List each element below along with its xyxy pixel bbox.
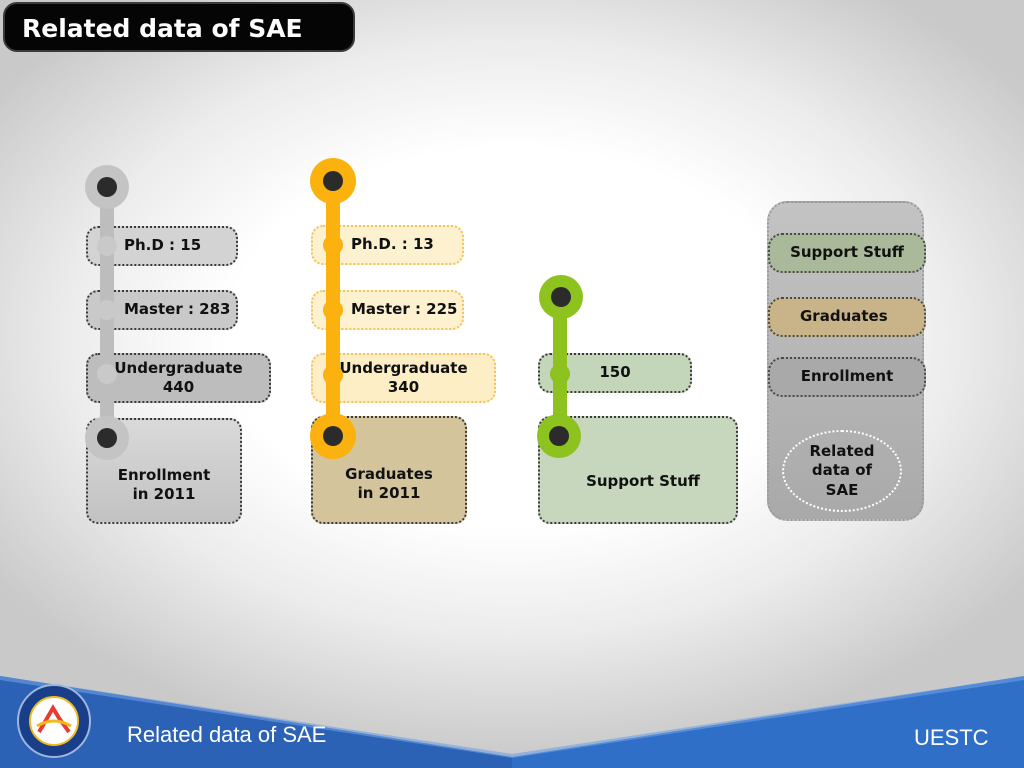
school-emblem-icon [17,684,91,758]
slide-title-text: Related data of SAE [22,14,303,43]
graduates-base-label: Graduates in 2011 [345,464,433,503]
support-base-label: Support Stuff [586,472,700,491]
footer-left-text: Related data of SAE [127,722,327,747]
enrollment-base-dot-center [97,428,117,448]
graduates-master-label: Master : 225 [351,300,458,319]
graduates-top-dot-center [323,171,343,191]
support-count-dot [550,364,570,384]
graduates-phd-dot [323,235,343,255]
graduates-master-dot [323,300,343,320]
graduates-phd-label: Ph.D. : 13 [351,235,434,254]
legend-enrollment-label: Enrollment [800,367,894,386]
legend-graduates-item: Graduates [768,297,926,337]
footer-right-text: UESTC [914,725,989,750]
enrollment-phd-dot [97,236,117,256]
legend-graduates-label: Graduates [800,307,888,326]
enrollment-master-label: Master : 283 [124,300,231,319]
legend-center-label: Related data of SAE [809,441,875,499]
legend-enrollment-item: Enrollment [768,357,926,397]
school-emblem-center [29,696,79,746]
legend-center-circle: Related data of SAE [782,430,902,512]
enrollment-phd-label: Ph.D : 15 [124,236,202,255]
enrollment-master-dot [97,300,117,320]
enrollment-undergraduate-label: Undergraduate 440 [114,358,243,397]
legend-support-label: Support Stuff [790,243,904,262]
graduates-undergraduate-dot [323,365,343,385]
enrollment-undergraduate-box: Undergraduate 440 [86,353,271,403]
enrollment-top-dot-center [97,177,117,197]
support-count-label: 150 [599,363,631,382]
legend-support-item: Support Stuff [768,233,926,273]
graduates-undergraduate-label: Undergraduate 340 [339,358,468,397]
enrollment-undergraduate-dot [97,364,117,384]
slide-title: Related data of SAE [3,2,355,52]
graduates-undergraduate-box: Undergraduate 340 [311,353,496,403]
support-base-dot-center [549,426,569,446]
graduates-base-dot-center [323,426,343,446]
support-top-dot-center [551,287,571,307]
enrollment-base-label: Enrollment in 2011 [117,465,211,504]
